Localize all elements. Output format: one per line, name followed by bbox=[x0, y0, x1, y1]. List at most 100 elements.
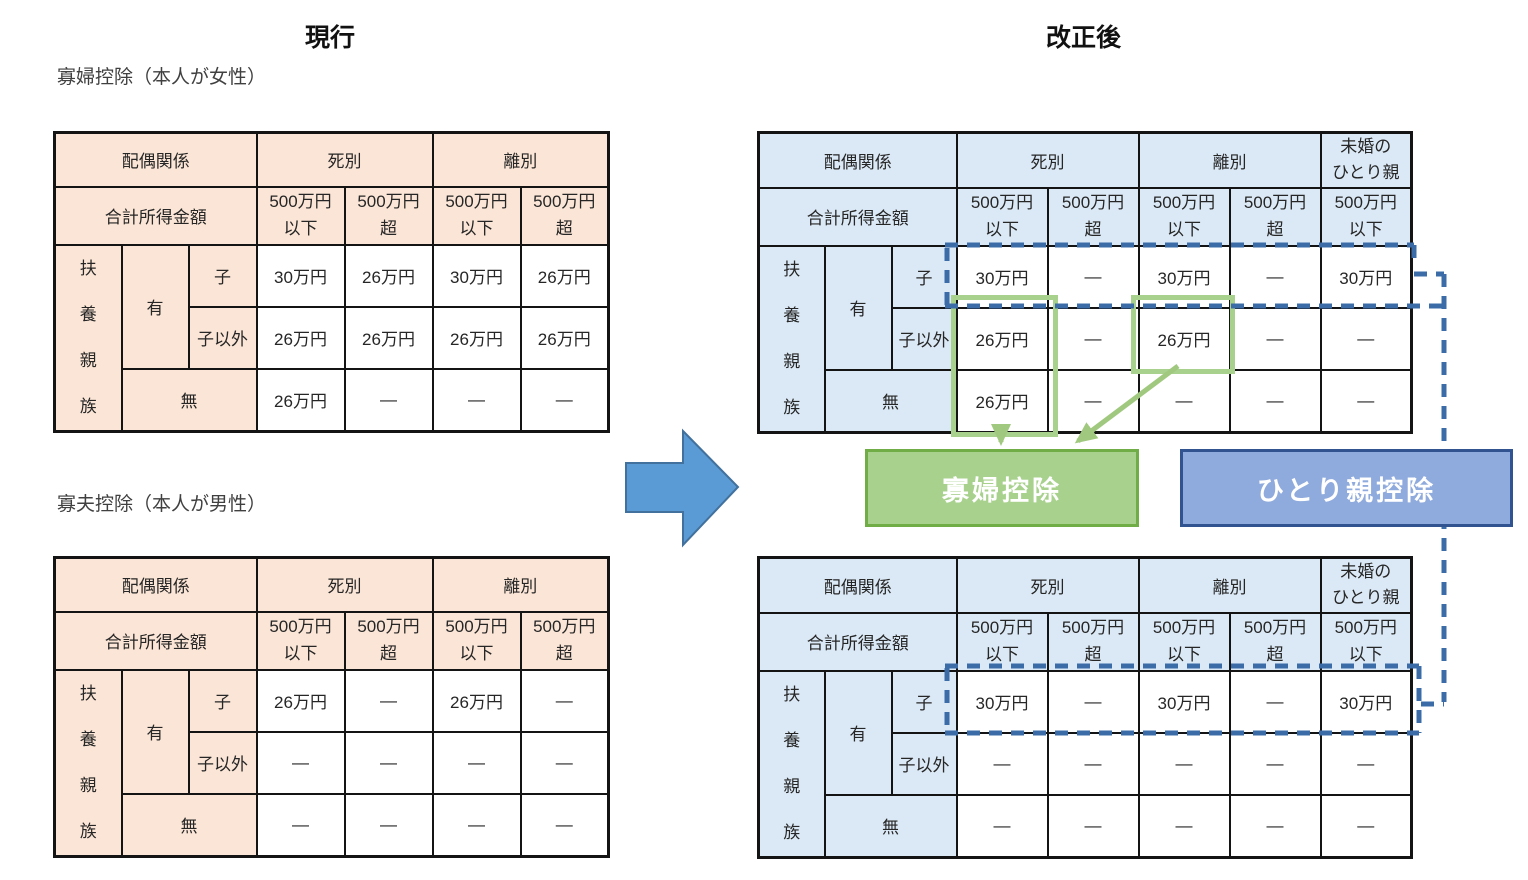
cell: 30万円 bbox=[431, 243, 522, 308]
table-current-widower: 配偶関係 死別 離別 合計所得金額 500万円 以下 500万円 超 500万円… bbox=[53, 556, 610, 858]
cell: — bbox=[431, 792, 522, 858]
header-has-dependents: 有 bbox=[120, 243, 190, 370]
header-unmarried-single-parent: 未婚の ひとり親 bbox=[1319, 556, 1413, 614]
header-other-than-child: 子以外 bbox=[187, 305, 258, 370]
cell: 26万円 bbox=[343, 243, 434, 308]
cell: — bbox=[1319, 731, 1413, 797]
header-child: 子 bbox=[187, 243, 258, 308]
cell: — bbox=[1046, 731, 1140, 797]
header-under5m: 500万円 以下 bbox=[1137, 186, 1231, 247]
header-under5m: 500万円 以下 bbox=[955, 611, 1049, 672]
header-relationship: 配偶関係 bbox=[757, 131, 958, 189]
table-current-widow: 配偶関係 死別 離別 合計所得金額 500万円 以下 500万円 超 500万円… bbox=[53, 131, 610, 433]
transition-arrow-icon bbox=[625, 428, 740, 548]
cell: — bbox=[1228, 306, 1322, 372]
cell: — bbox=[1319, 793, 1413, 859]
header-over5m: 500万円 超 bbox=[519, 610, 610, 671]
header-bereavement: 死別 bbox=[255, 556, 434, 613]
header-child: 子 bbox=[890, 244, 958, 309]
single-parent-deduction-callout: ひとり親控除 bbox=[1180, 449, 1513, 527]
header-dependents: 扶養親族 bbox=[53, 243, 123, 432]
table-revised-widow: 配偶関係 死別 離別 未婚の ひとり親 合計所得金額 500万円 以下 500万… bbox=[757, 131, 1413, 434]
header-total-income: 合計所得金額 bbox=[53, 185, 258, 246]
header-over5m: 500万円 超 bbox=[1046, 186, 1140, 247]
header-unmarried-single-parent: 未婚の ひとり親 bbox=[1319, 131, 1413, 189]
header-under5m: 500万円 以下 bbox=[955, 186, 1049, 247]
cell: — bbox=[343, 367, 434, 433]
cell: — bbox=[1319, 368, 1413, 434]
cell: — bbox=[343, 668, 434, 733]
cell: 26万円 bbox=[343, 305, 434, 370]
header-under5m: 500万円 以下 bbox=[431, 185, 522, 246]
cell: 26万円 bbox=[255, 367, 346, 433]
cell: 26万円 bbox=[255, 305, 346, 370]
header-under5m: 500万円 以下 bbox=[431, 610, 522, 671]
current-widow-label: 寡婦控除（本人が女性） bbox=[57, 67, 267, 88]
revised-heading: 改正後 bbox=[1045, 24, 1121, 52]
header-relationship: 配偶関係 bbox=[757, 556, 958, 614]
cell: 30万円 bbox=[1137, 244, 1231, 309]
header-bereavement: 死別 bbox=[955, 131, 1140, 189]
header-under5m: 500万円 以下 bbox=[1319, 611, 1413, 672]
cell: 30万円 bbox=[1137, 669, 1231, 734]
header-bereavement: 死別 bbox=[955, 556, 1140, 614]
cell: — bbox=[1046, 244, 1140, 309]
header-over5m: 500万円 超 bbox=[343, 610, 434, 671]
header-other-than-child: 子以外 bbox=[187, 730, 258, 795]
header-under5m: 500万円 以下 bbox=[1137, 611, 1231, 672]
cell: — bbox=[343, 730, 434, 795]
header-relationship: 配偶関係 bbox=[53, 556, 258, 613]
table-revised-single-parent: 配偶関係 死別 離別 未婚の ひとり親 合計所得金額 500万円 以下 500万… bbox=[757, 556, 1413, 859]
cell: — bbox=[343, 792, 434, 858]
header-under5m: 500万円 以下 bbox=[255, 610, 346, 671]
header-no-dependents: 無 bbox=[823, 793, 958, 859]
widow-deduction-callout: 寡婦控除 bbox=[865, 449, 1139, 527]
header-bereavement: 死別 bbox=[255, 131, 434, 188]
cell: 26万円 bbox=[431, 668, 522, 733]
cell: — bbox=[519, 668, 610, 733]
cell: — bbox=[431, 367, 522, 433]
cell: — bbox=[955, 731, 1049, 797]
header-dependents: 扶養親族 bbox=[757, 669, 826, 859]
cell: — bbox=[255, 730, 346, 795]
header-over5m: 500万円 超 bbox=[343, 185, 434, 246]
header-relationship: 配偶関係 bbox=[53, 131, 258, 188]
header-over5m: 500万円 超 bbox=[519, 185, 610, 246]
header-under5m: 500万円 以下 bbox=[255, 185, 346, 246]
header-no-dependents: 無 bbox=[120, 367, 258, 433]
cell: 30万円 bbox=[255, 243, 346, 308]
cell: 26万円 bbox=[955, 368, 1049, 434]
cell: — bbox=[1137, 731, 1231, 797]
cell: 26万円 bbox=[1137, 306, 1231, 372]
cell: — bbox=[519, 792, 610, 858]
header-over5m: 500万円 超 bbox=[1228, 611, 1322, 672]
cell: 30万円 bbox=[1319, 669, 1413, 734]
cell: 30万円 bbox=[955, 244, 1049, 309]
header-under5m: 500万円 以下 bbox=[1319, 186, 1413, 247]
header-dependents: 扶養親族 bbox=[757, 244, 826, 434]
cell: 26万円 bbox=[519, 305, 610, 370]
dependents-vertical-text: 扶養親族 bbox=[79, 683, 97, 841]
header-over5m: 500万円 超 bbox=[1046, 611, 1140, 672]
cell: — bbox=[1046, 793, 1140, 859]
header-has-dependents: 有 bbox=[120, 668, 190, 795]
header-dependents: 扶養親族 bbox=[53, 668, 123, 857]
cell: — bbox=[519, 730, 610, 795]
cell: — bbox=[1228, 669, 1322, 734]
header-child: 子 bbox=[890, 669, 958, 734]
cell: — bbox=[1046, 306, 1140, 372]
cell: 26万円 bbox=[255, 668, 346, 733]
cell: 30万円 bbox=[955, 669, 1049, 734]
cell: — bbox=[431, 730, 522, 795]
header-has-dependents: 有 bbox=[823, 669, 893, 797]
cell: — bbox=[1228, 244, 1322, 309]
cell: — bbox=[955, 793, 1049, 859]
current-widower-label: 寡夫控除（本人が男性） bbox=[57, 494, 267, 515]
header-no-dependents: 無 bbox=[823, 368, 958, 434]
cell: — bbox=[1228, 731, 1322, 797]
header-divorce: 離別 bbox=[1137, 556, 1322, 614]
cell: — bbox=[255, 792, 346, 858]
cell: — bbox=[1137, 368, 1231, 434]
header-other-than-child: 子以外 bbox=[890, 306, 958, 372]
